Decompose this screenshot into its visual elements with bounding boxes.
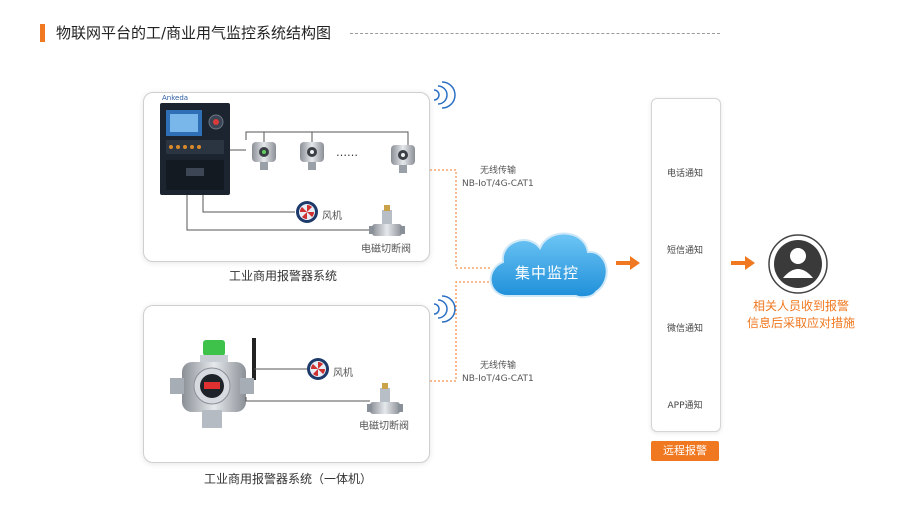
bottom-wiring xyxy=(245,368,370,402)
transmission-label-top: 无线传输 NB-IoT/4G-CAT1 xyxy=(462,165,534,191)
alarm-response-text: 相关人员收到报警 信息后采取应对措施 xyxy=(736,298,866,332)
wireless-icon-top xyxy=(433,81,456,109)
arrow-icons xyxy=(616,256,755,270)
top-wiring xyxy=(186,131,409,231)
fan-icon-bottom xyxy=(307,358,329,380)
title-divider xyxy=(350,33,720,34)
fan-icon-top xyxy=(296,201,318,223)
person-avatar-icon xyxy=(768,234,828,294)
transmission-top-line2: NB-IoT/4G-CAT1 xyxy=(462,179,534,189)
bottom-system-caption: 工业商用报警器系统（一体机） xyxy=(204,472,373,486)
fan-label-bottom: 风机 xyxy=(333,368,353,379)
page-title: 物联网平台的工/商业用气监控系统结构图 xyxy=(56,24,332,42)
remote-alarm-badge: 远程报警 xyxy=(651,441,719,461)
valve-label-bottom: 电磁切断阀 xyxy=(359,421,409,432)
controller-brand-text: Ankeda xyxy=(162,94,188,102)
solenoid-valve-icon-bottom xyxy=(367,383,403,414)
solenoid-valve-icon-top xyxy=(369,205,405,236)
fan-label-top: 风机 xyxy=(322,211,342,222)
alarm-text-line2: 信息后采取应对措施 xyxy=(746,316,855,330)
notify-label-phone: 电话通知 xyxy=(666,169,703,179)
transmission-top-line1: 无线传输 xyxy=(480,166,517,176)
alarm-controller: Ankeda xyxy=(160,94,230,195)
cloud-monitor-label: 集中监控 xyxy=(514,264,579,282)
notify-label-app: APP通知 xyxy=(667,401,703,411)
gas-detectors xyxy=(252,142,415,173)
integrated-detector xyxy=(170,338,256,428)
transmission-bottom-line2: NB-IoT/4G-CAT1 xyxy=(462,374,534,384)
wireless-icon-bottom xyxy=(433,295,456,323)
notify-label-wechat: 微信通知 xyxy=(666,324,703,334)
notify-label-sms: 短信通知 xyxy=(666,246,703,256)
transmission-connectors xyxy=(430,169,490,382)
top-system-caption: 工业商用报警器系统 xyxy=(229,269,338,283)
notification-panel xyxy=(651,98,721,432)
dots-ellipsis: …… xyxy=(336,146,358,159)
title-accent-bar xyxy=(40,24,45,42)
alarm-text-line1: 相关人员收到报警 xyxy=(752,299,849,313)
transmission-label-bottom: 无线传输 NB-IoT/4G-CAT1 xyxy=(462,360,534,386)
cloud-monitor-icon xyxy=(489,232,608,299)
transmission-bottom-line1: 无线传输 xyxy=(480,361,517,371)
valve-label-top: 电磁切断阀 xyxy=(361,244,411,255)
